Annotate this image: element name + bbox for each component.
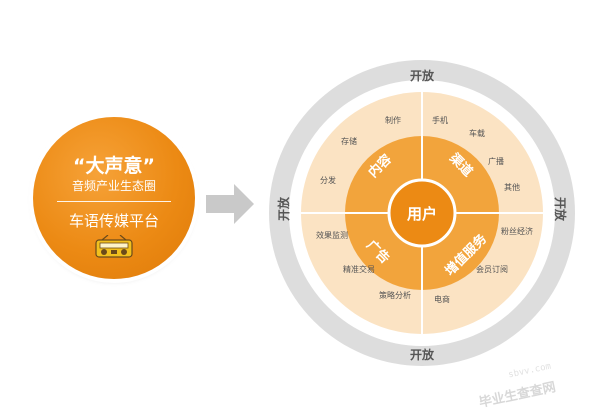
item-precise-trading: 精准交易 bbox=[343, 264, 375, 274]
item-production: 制作 bbox=[385, 115, 401, 125]
center-label: 用户 bbox=[407, 205, 437, 223]
platform-label: 车语传媒平台 bbox=[68, 212, 159, 230]
open-label-left: 开放 bbox=[276, 196, 291, 221]
center-circle bbox=[387, 178, 457, 248]
item-radio: 广播 bbox=[488, 156, 504, 166]
watermark-text: 毕业生查查网 bbox=[477, 380, 558, 411]
ecosystem-title: “大声意” bbox=[73, 155, 155, 177]
item-other: 其他 bbox=[504, 182, 520, 192]
ecosystem-subtitle: 音频产业生态圈 bbox=[71, 179, 156, 193]
open-label-bottom: 开放 bbox=[410, 347, 435, 362]
ecosystem-diagram: 用户 内容 渠道 增值服务 广告 开放 开放 开放 开放 制作 存储 分发 手机… bbox=[269, 60, 575, 366]
divider bbox=[57, 201, 171, 202]
open-label-right: 开放 bbox=[553, 197, 568, 222]
right-arrow-icon bbox=[206, 184, 254, 224]
ecosystem-circle: “大声意” 音频产业生态圈 车语传媒平台 bbox=[33, 117, 195, 279]
item-in-car: 车载 bbox=[469, 128, 485, 138]
item-fan-economy: 粉丝经济 bbox=[501, 226, 533, 236]
open-label-top: 开放 bbox=[410, 68, 435, 83]
item-storage: 存储 bbox=[341, 136, 357, 146]
item-strategy-analysis: 策略分析 bbox=[379, 290, 411, 300]
watermark: sbvv.com 毕业生查查网 bbox=[478, 360, 598, 419]
item-effect-monitoring: 效果监测 bbox=[316, 230, 348, 240]
item-distribution: 分发 bbox=[320, 175, 336, 185]
item-ecommerce: 电商 bbox=[434, 294, 450, 304]
item-phone: 手机 bbox=[432, 115, 448, 125]
radio-icon bbox=[95, 235, 133, 258]
item-membership: 会员订阅 bbox=[476, 264, 508, 274]
